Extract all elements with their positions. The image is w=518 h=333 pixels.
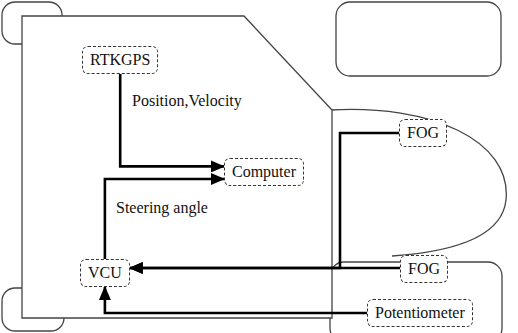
signal-arrow [120,74,224,166]
process-box: Computer [224,158,304,186]
signal-arrow [105,287,367,313]
node-text: Computer [232,163,296,181]
edge-label: Steering angle [114,199,210,217]
signal-arrow [130,267,400,270]
sensor-box: RTKGPS [82,46,158,74]
sensor-box: Potentiometer [367,299,473,327]
node-text: FOG [407,124,439,142]
node-text: VCU [88,264,122,282]
wheel [336,2,501,76]
signal-arrow [105,179,224,259]
node-text: FOG [408,260,440,278]
edge-label: Position,Velocity [130,92,244,110]
sensor-box: FOG [400,255,448,283]
sensor-box: FOG [399,119,447,147]
vehicle-nose [330,109,506,256]
node-text: RTKGPS [90,51,150,69]
control-box: VCU [80,259,130,287]
vehicle-body [22,16,332,318]
node-text: Potentiometer [375,304,465,322]
